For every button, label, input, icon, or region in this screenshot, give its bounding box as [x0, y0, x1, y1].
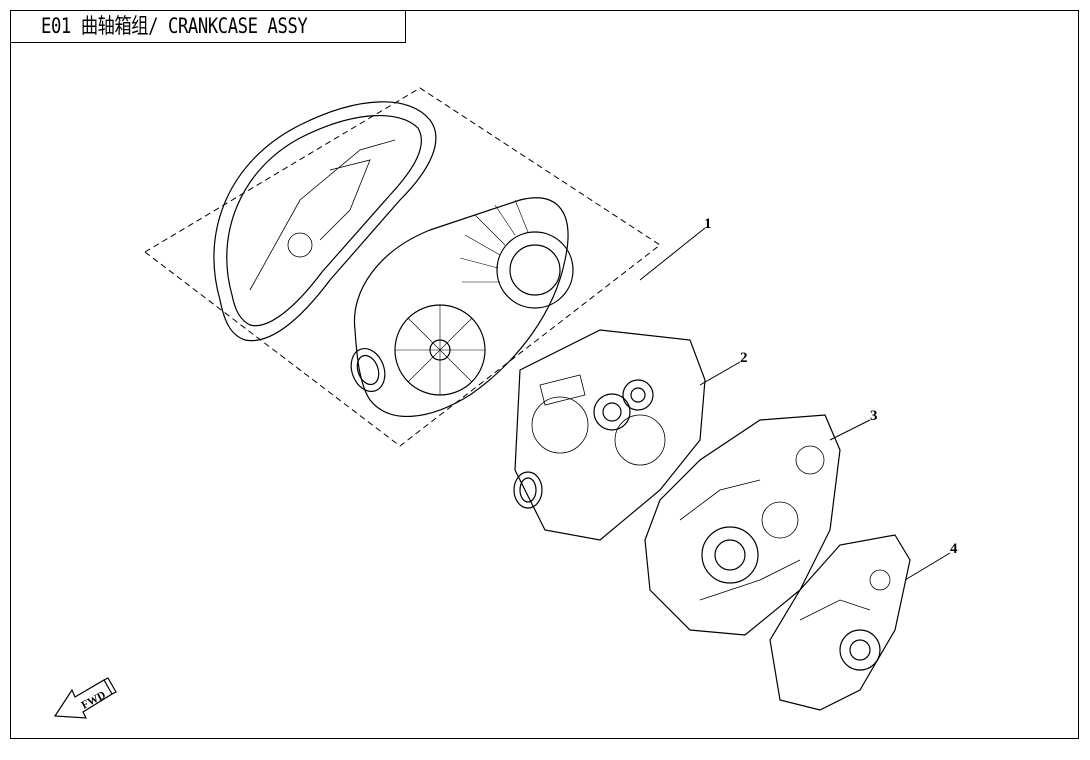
title-box: E01 曲轴箱组/ CRANKCASE ASSY [10, 10, 406, 43]
right-crankcase[interactable] [644, 414, 841, 636]
callout-1: 1 [639, 216, 712, 281]
callout-4-label: 4 [950, 541, 958, 557]
group-outline-dashed [144, 87, 661, 447]
callout-4: 4 [904, 541, 958, 581]
callout-2-label: 2 [740, 350, 748, 366]
callout-1-label: 1 [704, 216, 712, 232]
fwd-arrow-icon: FWD [53, 677, 117, 719]
crankcase-side-cover[interactable] [769, 534, 911, 711]
left-crankcase[interactable] [513, 329, 706, 541]
callout-3: 3 [829, 408, 878, 441]
callout-2: 2 [699, 350, 748, 386]
callout-3-label: 3 [870, 408, 878, 424]
cvt-inner-cover[interactable] [345, 197, 574, 418]
page-title: E01 曲轴箱组/ CRANKCASE ASSY [41, 14, 308, 38]
drawing-frame [10, 10, 1079, 739]
cvt-outer-cover[interactable] [213, 101, 437, 342]
